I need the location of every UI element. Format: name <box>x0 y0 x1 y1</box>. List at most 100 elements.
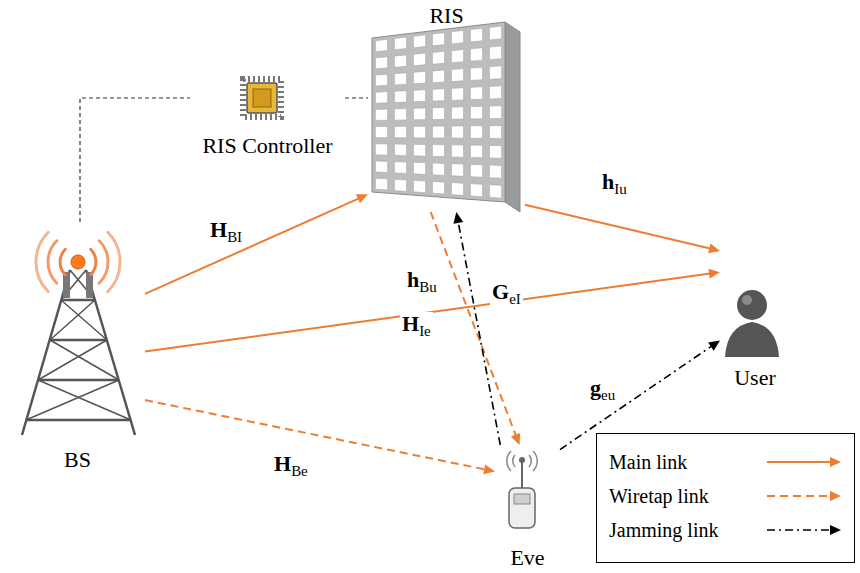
user-head <box>737 290 767 320</box>
legend-text: Wiretap link <box>609 485 709 508</box>
ris-element <box>451 107 463 119</box>
ris-element <box>451 126 463 138</box>
channel-label: HBe <box>272 452 310 480</box>
legend-sample <box>765 516 845 544</box>
node-label: User <box>734 365 776 390</box>
ris-element <box>375 161 387 173</box>
chip-core <box>253 89 271 107</box>
connector-line <box>431 212 517 438</box>
ris-element <box>413 35 425 48</box>
arrowhead <box>708 269 720 279</box>
ris-element <box>432 107 444 119</box>
ris-element <box>470 184 482 197</box>
ris-element <box>489 145 501 158</box>
eve-antenna-tip <box>519 457 525 463</box>
ris-element <box>394 37 406 50</box>
legend-sample <box>765 448 845 476</box>
jamming-link <box>458 220 500 445</box>
connector-line <box>145 400 487 470</box>
ris-element <box>375 144 387 155</box>
ris-side <box>505 22 520 212</box>
legend-line <box>767 461 831 463</box>
legend-line <box>767 529 831 531</box>
ris-element <box>489 165 501 178</box>
user-node: User <box>720 240 790 390</box>
ris-element <box>432 70 444 83</box>
chip-pins <box>243 79 281 117</box>
control-link <box>80 98 190 222</box>
ris-element <box>470 164 482 177</box>
ris-element <box>489 106 501 119</box>
wiretap-link <box>431 212 517 438</box>
ris-element <box>394 144 406 156</box>
ris-element <box>432 145 444 157</box>
ris-element <box>375 127 387 138</box>
ris-element <box>375 178 387 190</box>
ris-element <box>394 179 406 191</box>
radio-waves <box>36 232 120 291</box>
ris-element <box>470 145 482 158</box>
ris-element <box>451 164 463 177</box>
ris-element <box>413 126 425 138</box>
channel-label: HBI <box>208 218 244 246</box>
connector-line <box>525 205 712 249</box>
ris-panel <box>372 22 505 202</box>
ris-element <box>489 46 501 60</box>
arrowhead <box>708 243 720 253</box>
legend-arrowhead <box>830 457 841 467</box>
ris-element <box>470 126 482 138</box>
control-link <box>345 98 368 99</box>
arrowhead <box>708 340 720 350</box>
connector-line <box>345 97 368 98</box>
node-label: BS <box>64 447 91 472</box>
main-link <box>525 205 712 249</box>
main-link <box>145 198 361 294</box>
eve-screen <box>514 494 530 504</box>
ris-element <box>375 109 387 120</box>
ris-element <box>375 74 387 86</box>
eve-node: Eve <box>495 445 560 570</box>
ris-element <box>489 86 501 99</box>
antenna-panel <box>63 272 70 298</box>
legend-entry: Jamming link <box>609 516 718 544</box>
channel-label: HIe <box>400 312 433 340</box>
user-head-shine <box>742 295 752 305</box>
ris-element <box>451 30 463 43</box>
eve-waves <box>507 451 537 471</box>
ris-element <box>489 126 501 139</box>
ris-element <box>413 90 425 102</box>
legend-sample <box>765 482 845 510</box>
ris-element <box>375 92 387 104</box>
connector-line <box>145 273 712 351</box>
ris-element <box>451 88 463 101</box>
ris-element <box>413 144 425 156</box>
antenna-panel <box>86 272 93 298</box>
node-label: RIS <box>429 3 463 28</box>
ris-element <box>489 26 501 40</box>
ris-element <box>413 71 425 83</box>
ris-element <box>470 28 482 42</box>
legend-entry: Main link <box>609 448 687 476</box>
ris-element <box>451 145 463 157</box>
node-label: Eve <box>510 545 544 570</box>
ris-element <box>394 73 406 85</box>
tower <box>22 270 135 435</box>
chip-body <box>247 83 277 113</box>
connector-line <box>80 98 190 222</box>
legend-arrowhead <box>830 491 841 501</box>
legend-line <box>767 495 831 497</box>
ris-element <box>432 89 444 101</box>
connector-line <box>145 198 361 294</box>
ris-element <box>375 57 387 69</box>
ris-element <box>432 163 444 175</box>
ris-element <box>413 180 425 192</box>
ris-element <box>470 67 482 80</box>
arrowhead <box>453 212 463 224</box>
ris-element <box>432 33 444 46</box>
channel-label: geu <box>588 376 617 404</box>
eve-antenna <box>521 462 523 488</box>
ris-element <box>432 126 444 138</box>
node-label: RIS Controller <box>202 133 332 158</box>
channel-label: hBu <box>405 268 439 296</box>
